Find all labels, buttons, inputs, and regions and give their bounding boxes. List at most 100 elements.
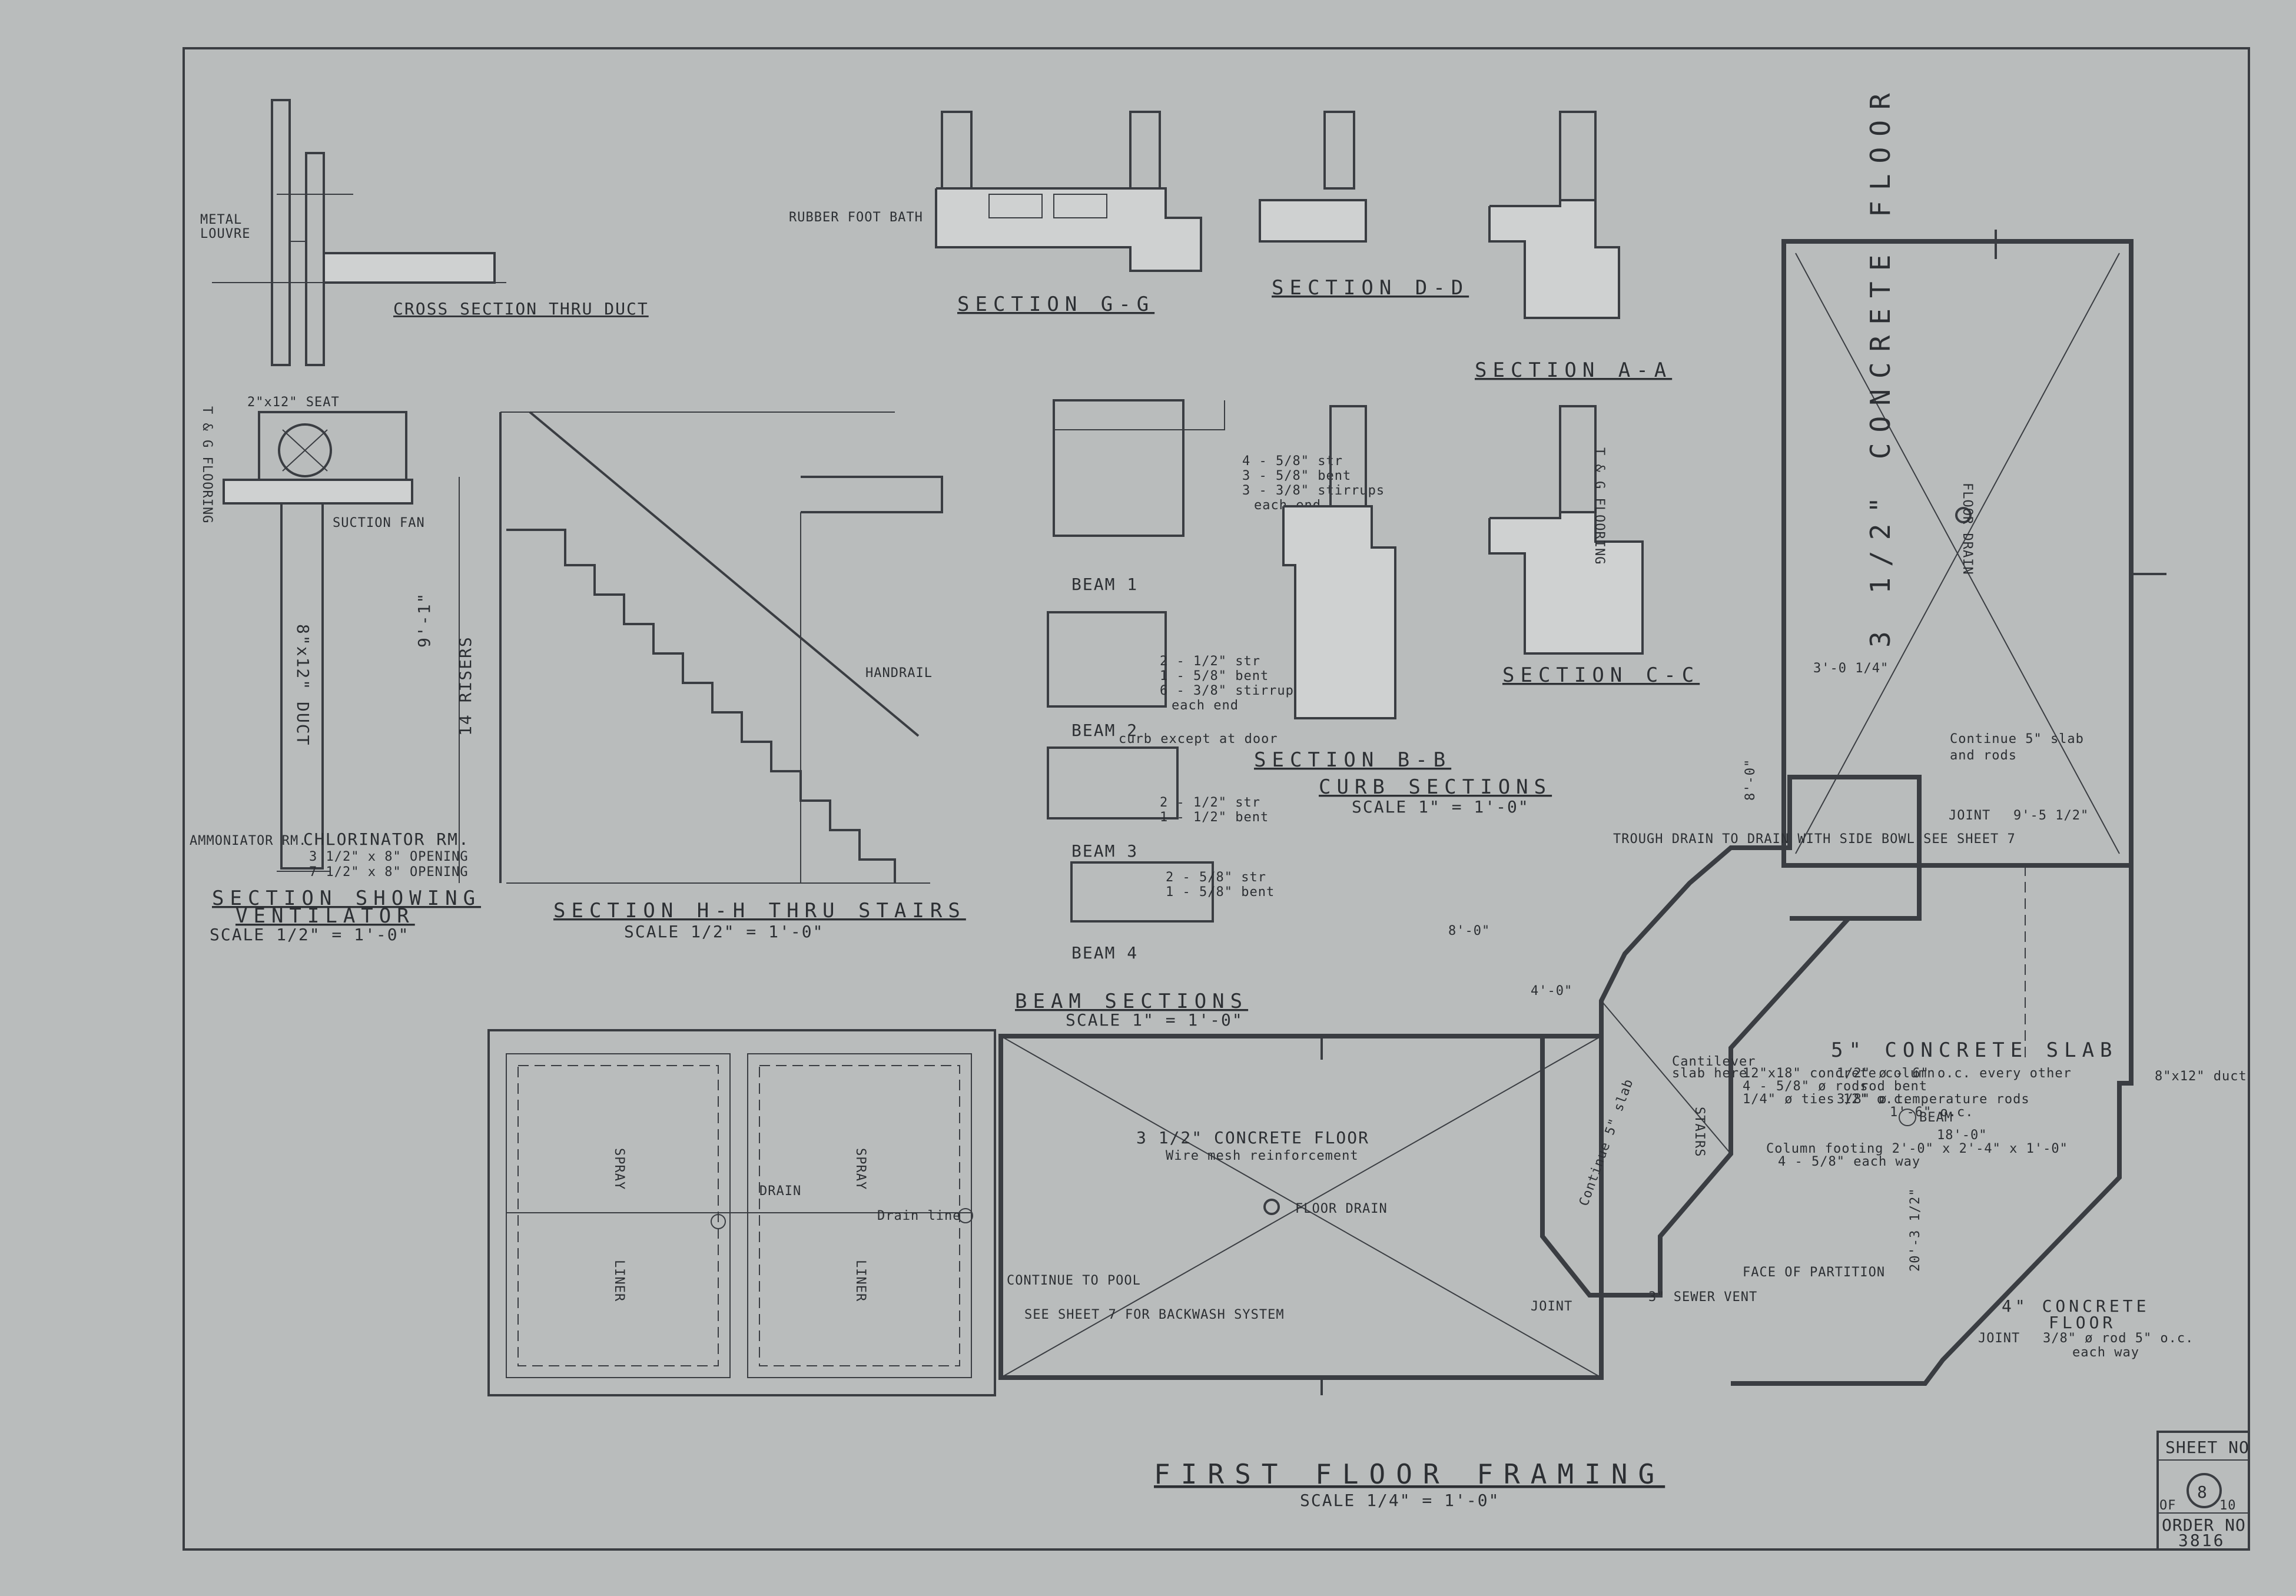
beam2-each: each end bbox=[1172, 698, 1239, 713]
section-bb-title: SECTION B-B bbox=[1254, 748, 1451, 772]
pool-outline bbox=[487, 1029, 996, 1396]
stair-height-label: 9'-1" bbox=[414, 592, 434, 648]
metal-louvre-label-2: LOUVRE bbox=[200, 227, 250, 241]
beam1-bent: 3 - 5/8" bent bbox=[1242, 469, 1351, 483]
sheet-label: SHEET NO bbox=[2165, 1438, 2249, 1457]
face-partition-label: FACE OF PARTITION bbox=[1743, 1265, 1885, 1280]
continue-slab-label: Continue 5" slab bbox=[1950, 732, 2084, 746]
liner-label-1: LINER bbox=[612, 1260, 626, 1302]
dim-18-label: 18'-0" bbox=[1937, 1128, 1987, 1143]
section-gg-title: SECTION G-G bbox=[957, 293, 1154, 316]
slab-5-outline bbox=[1731, 863, 2134, 1386]
sheet-border bbox=[183, 47, 2250, 1551]
first-floor-title: FIRST FLOOR FRAMING bbox=[1154, 1458, 1665, 1490]
column-rods-label: 4 - 5/8" ø rods bbox=[1743, 1079, 1869, 1094]
slab-5-rods-2: rod bent bbox=[1860, 1079, 1927, 1094]
main-floor-slab bbox=[998, 1034, 1604, 1380]
seat-label: 2"x12" SEAT bbox=[247, 395, 340, 410]
suction-fan-label: SUCTION FAN bbox=[333, 516, 425, 530]
section-ventilator: 2"x12" SEAT T & G FLOORING SUCTION FAN 8… bbox=[190, 395, 481, 944]
column-label: 12"x18" concrete column bbox=[1743, 1066, 1936, 1081]
beam4-str: 2 - 5/8" str bbox=[1166, 870, 1266, 885]
section-dd-title: SECTION D-D bbox=[1272, 276, 1469, 300]
backwash-label: SEE SHEET 7 FOR BACKWASH SYSTEM bbox=[1024, 1308, 1285, 1322]
ventilator-title-2: VENTILATOR bbox=[235, 904, 415, 928]
joint-label-2: JOINT bbox=[1978, 1331, 2020, 1346]
handrail-line bbox=[529, 411, 920, 737]
dim-3-label: 3'-0 1/4" bbox=[1813, 661, 1889, 676]
slab-4-rods-label: 3/8" ø rod 5" o.c. bbox=[2043, 1331, 2194, 1346]
beam3-str: 2 - 1/2" str bbox=[1160, 795, 1260, 810]
slab-35-label: 3 1/2" CONCRETE FLOOR bbox=[1136, 1128, 1369, 1147]
curb-sections-scale: SCALE 1" = 1'-0" bbox=[1352, 797, 1529, 817]
tg-flooring-cc-label: T & G FLOORING bbox=[1592, 447, 1607, 565]
beam1-rods: 4 - 5/8" str bbox=[1242, 454, 1343, 469]
duct-8x12-label: 8"x12" duct bbox=[2155, 1069, 2247, 1084]
dim-8a-label: 8'-0" bbox=[1743, 759, 1758, 801]
trough-drain-label: TROUGH DRAIN TO DRAIN WITH SIDE BOWL SEE… bbox=[1613, 832, 2016, 847]
first-floor-framing-plan: SPRAY SPRAY LINER LINER DRAIN Drain line… bbox=[487, 82, 2247, 1396]
drain-line-label: Drain line bbox=[877, 1209, 961, 1223]
handrail-label: HANDRAIL bbox=[865, 666, 933, 681]
beam4-title: BEAM 4 bbox=[1071, 943, 1138, 963]
continue-pool-label: CONTINUE TO POOL bbox=[1007, 1273, 1141, 1288]
metal-louvre-label-1: METAL bbox=[200, 213, 242, 227]
sheet-of: OF bbox=[2159, 1498, 2176, 1513]
sheet-total: 10 bbox=[2219, 1498, 2237, 1513]
ventilator-title-1: SECTION SHOWING bbox=[212, 887, 481, 910]
slab-5-rods-3: 3/8" ø temperature rods bbox=[1837, 1092, 2030, 1107]
slab-5-rods-4: 1'-6" o.c. bbox=[1890, 1105, 1973, 1120]
beam-sections-title: BEAM SECTIONS bbox=[1015, 990, 1248, 1013]
wire-mesh-label: Wire mesh reinforcement bbox=[1166, 1149, 1359, 1163]
ammoniator-label: AMMONIATOR RM. bbox=[190, 834, 307, 848]
joint-label-3: JOINT bbox=[1531, 1299, 1572, 1314]
section-cc: T & G FLOORING SECTION C-C bbox=[1488, 405, 1700, 687]
section-bb: SECTION B-B bbox=[1254, 405, 1451, 772]
floor-drain-icon bbox=[1263, 1199, 1280, 1215]
fan-icon bbox=[278, 423, 332, 477]
section-aa-title: SECTION A-A bbox=[1475, 359, 1672, 382]
rubber-foot-bath-label: RUBBER FOOT BATH bbox=[789, 210, 923, 225]
beam2-str: 2 - 1/2" str bbox=[1160, 654, 1260, 669]
first-floor-scale: SCALE 1/4" = 1'-0" bbox=[1300, 1491, 1499, 1510]
spray-label-1: SPRAY bbox=[612, 1148, 626, 1190]
beam-sections-scale: SCALE 1" = 1'-0" bbox=[1066, 1010, 1243, 1030]
cross-section-duct: METAL LOUVRE CROSS SECTION THRU DUCT bbox=[200, 99, 648, 366]
cantilever-label: Cantilever bbox=[1672, 1054, 1756, 1069]
sheet-number: 8 bbox=[2197, 1482, 2207, 1502]
column-ties-label: 1/4" ø ties 12" o.c. bbox=[1743, 1092, 1910, 1107]
tg-flooring-label: T & G FLOORING bbox=[200, 406, 214, 523]
beam-sections: 4 - 5/8" str 3 - 5/8" bent 3 - 3/8" stir… bbox=[1015, 399, 1384, 1030]
curb-sections-title: CURB SECTIONS bbox=[1319, 775, 1552, 799]
floor-drain-label: FLOOR DRAIN bbox=[1295, 1202, 1388, 1216]
slab-4-each-label: each way bbox=[2072, 1345, 2139, 1360]
dim-4-label: 4'-0" bbox=[1531, 984, 1572, 998]
beam1-title: BEAM 1 bbox=[1071, 575, 1138, 594]
order-label: ORDER NO bbox=[2162, 1515, 2246, 1535]
order-number: 3816 bbox=[2178, 1531, 2225, 1550]
tall-slab-label: 3 1/2" CONCRETE FLOOR bbox=[1864, 82, 1896, 648]
beam2-bent: 1 - 5/8" bent bbox=[1160, 669, 1269, 683]
and-rods-label: and rods bbox=[1950, 748, 2017, 763]
stair-core bbox=[1540, 775, 1922, 1298]
dim-9-label: 9'-5 1/2" bbox=[2013, 808, 2089, 823]
slab-4b-label: FLOOR bbox=[2049, 1313, 2116, 1332]
drain-label: DRAIN bbox=[759, 1184, 801, 1199]
slab-here-label: slab here bbox=[1672, 1066, 1747, 1081]
liner-label-2: LINER bbox=[853, 1260, 868, 1302]
beam3-bent: 1 - 1/2" bent bbox=[1160, 810, 1269, 825]
joint-label-1: JOINT bbox=[1949, 808, 1990, 823]
duct-label: 8"x12" DUCT bbox=[293, 624, 313, 746]
section-cc-title: SECTION C-C bbox=[1502, 663, 1700, 687]
beam3-title: BEAM 3 bbox=[1071, 841, 1138, 861]
stair-treads bbox=[506, 529, 896, 883]
section-dd: SECTION D-D bbox=[1259, 111, 1469, 300]
section-hh-title: SECTION H-H THRU STAIRS bbox=[553, 899, 966, 923]
floor-drain-icon-2 bbox=[1955, 507, 1972, 523]
curb-except-label: curb except at door bbox=[1119, 732, 1278, 746]
beam2-stirrups: 6 - 3/8" stirrups bbox=[1160, 683, 1302, 698]
dim-20-label: 20'-3 1/2" bbox=[1908, 1188, 1923, 1272]
opening1-label: 3 1/2" x 8" OPENING bbox=[309, 850, 469, 864]
